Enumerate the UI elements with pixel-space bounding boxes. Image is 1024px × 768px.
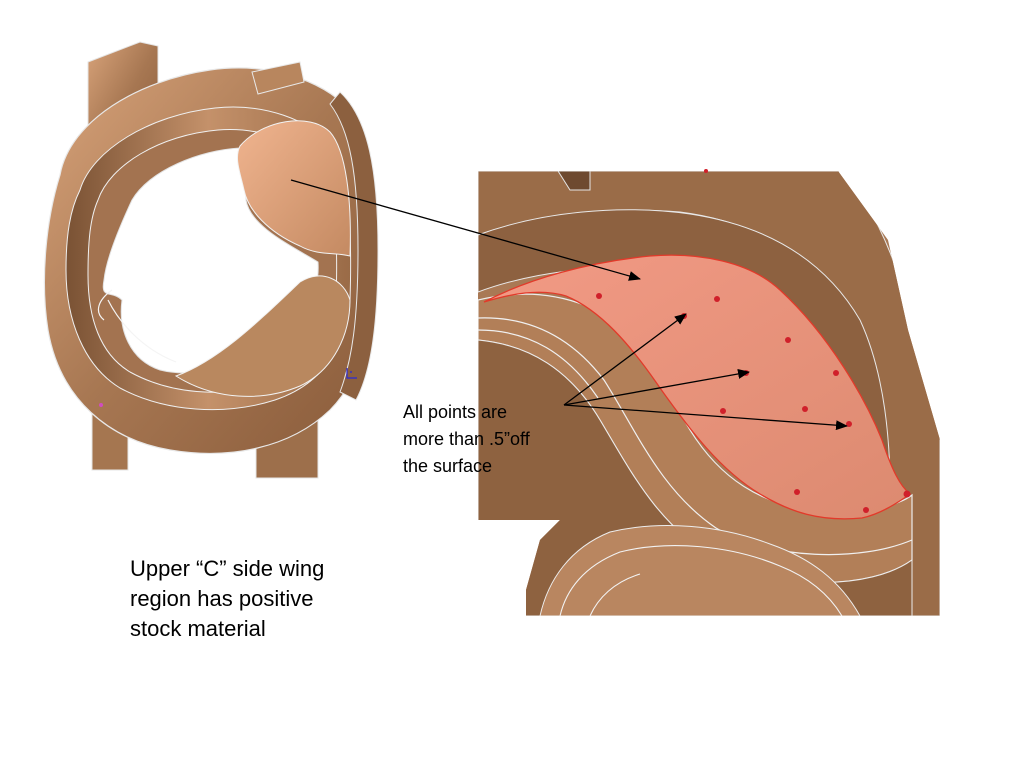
overview-top-slot bbox=[251, 61, 305, 95]
overview-lower-lobe bbox=[174, 275, 351, 397]
sample-point bbox=[863, 507, 869, 513]
sample-point bbox=[720, 408, 726, 414]
points-caption: All points are more than .5”off the surf… bbox=[403, 402, 530, 476]
sample-point bbox=[704, 169, 708, 173]
annotation-arrows bbox=[290, 179, 848, 431]
overview-upper-wing bbox=[237, 120, 351, 257]
points-arrow bbox=[563, 404, 848, 431]
sample-point bbox=[833, 370, 839, 376]
callout-arrow bbox=[290, 179, 641, 281]
points-arrow bbox=[563, 313, 687, 406]
sample-point bbox=[596, 293, 602, 299]
points-arrow bbox=[563, 369, 750, 406]
overview-right-band bbox=[329, 91, 379, 401]
sample-point bbox=[903, 490, 911, 498]
overview-edge-line bbox=[97, 289, 177, 363]
detail-top-block bbox=[557, 171, 591, 191]
detail-wing-edge-lines bbox=[478, 317, 913, 556]
overview-coordinate-marker bbox=[346, 368, 357, 379]
detail-lower-piece-edges bbox=[559, 545, 843, 616]
detail-model bbox=[478, 169, 940, 616]
overview-pink-marker bbox=[99, 403, 103, 407]
main-caption: Upper “C” side wing region has positive … bbox=[130, 556, 325, 641]
detail-highlighted-surface bbox=[483, 254, 912, 520]
overview-model bbox=[43, 41, 379, 479]
sample-point bbox=[802, 406, 808, 412]
detail-lower-piece bbox=[539, 525, 861, 616]
sample-point bbox=[714, 296, 720, 302]
sample-point bbox=[794, 489, 800, 495]
sample-point bbox=[785, 337, 791, 343]
